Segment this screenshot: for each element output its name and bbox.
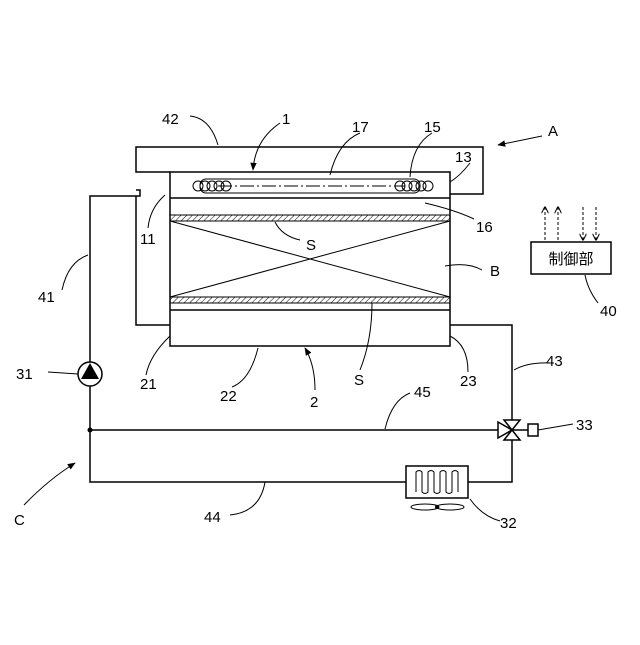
pipe-junction bbox=[88, 428, 93, 433]
label-45: 45 bbox=[414, 384, 431, 401]
label-32: 32 bbox=[500, 515, 517, 532]
label-2: 2 bbox=[310, 394, 318, 411]
label-40: 40 bbox=[600, 303, 617, 320]
label-42: 42 bbox=[162, 111, 179, 128]
label-43: 43 bbox=[546, 353, 563, 370]
label-31: 31 bbox=[16, 366, 33, 383]
pipe-41 bbox=[90, 196, 136, 362]
label-C: C bbox=[14, 512, 25, 529]
label-1: 1 bbox=[282, 111, 290, 128]
label-17: 17 bbox=[352, 119, 369, 136]
separator-top bbox=[170, 215, 450, 221]
pipe-44-right bbox=[468, 440, 512, 482]
label-S-bottom: S bbox=[354, 372, 364, 389]
pump bbox=[78, 362, 102, 386]
three-way-valve bbox=[498, 420, 538, 440]
label-22: 22 bbox=[220, 388, 237, 405]
label-S-top: S bbox=[306, 237, 316, 254]
pipe-44 bbox=[90, 430, 406, 482]
separator-bottom bbox=[170, 297, 450, 303]
label-41: 41 bbox=[38, 289, 55, 306]
label-15: 15 bbox=[424, 119, 441, 136]
fan-icon bbox=[411, 504, 464, 510]
label-16: 16 bbox=[476, 219, 493, 236]
label-11: 11 bbox=[140, 231, 156, 248]
hood-side-wall bbox=[136, 196, 170, 325]
label-44: 44 bbox=[204, 509, 221, 526]
label-13: 13 bbox=[455, 149, 472, 166]
label-B: B bbox=[490, 263, 500, 280]
controller-label: 制御部 bbox=[548, 251, 593, 268]
hood-casing bbox=[136, 147, 483, 194]
label-23: 23 bbox=[460, 373, 477, 390]
label-21: 21 bbox=[140, 376, 157, 393]
label-33: 33 bbox=[576, 417, 593, 434]
radiator bbox=[406, 466, 468, 498]
hood-notch bbox=[136, 190, 140, 196]
label-A: A bbox=[548, 123, 558, 140]
